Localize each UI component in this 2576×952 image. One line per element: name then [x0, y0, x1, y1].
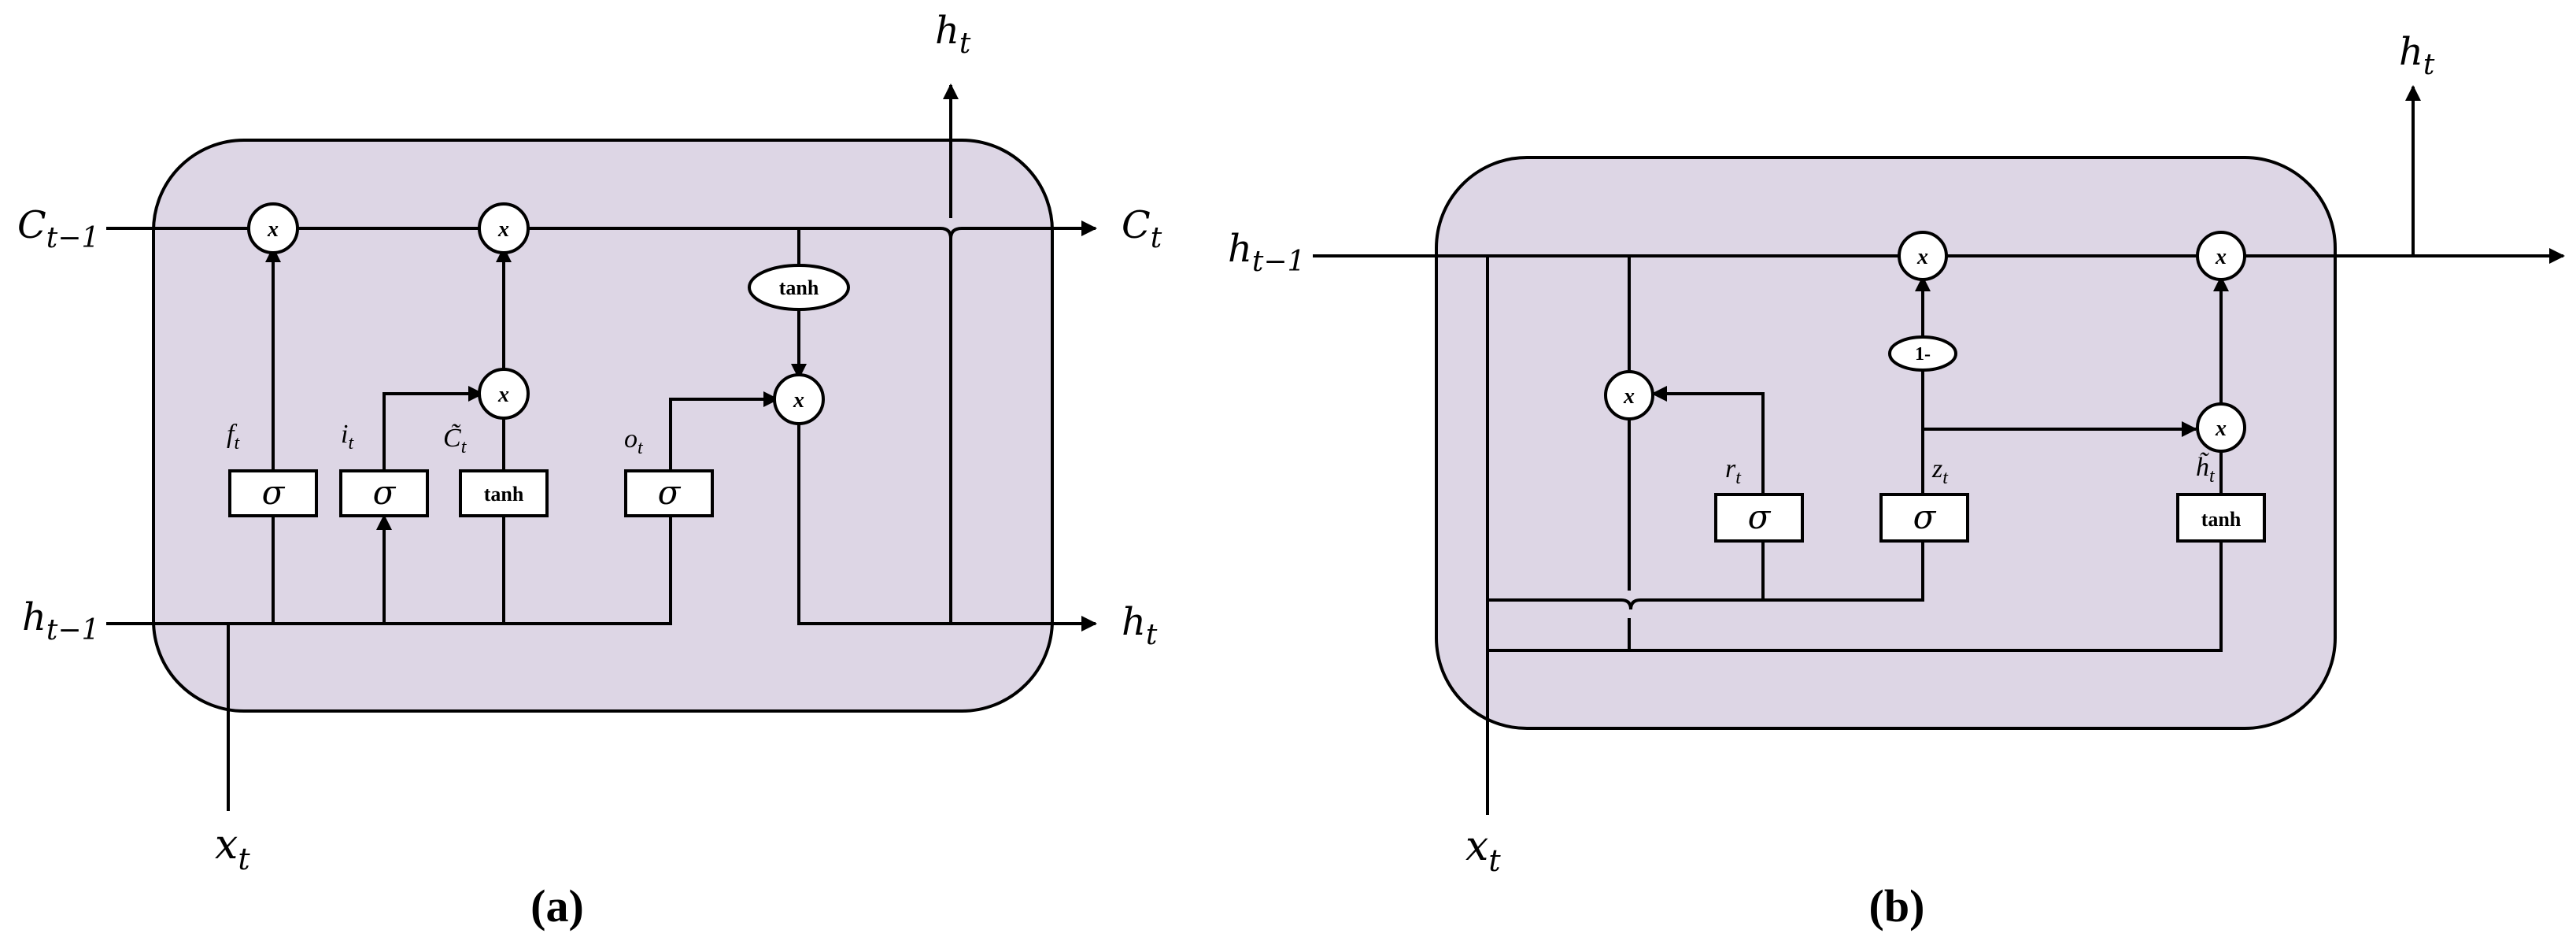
candidate-tanh-gate: tanh [459, 469, 549, 517]
mult-label: x [1623, 384, 1635, 409]
candidate-multiply-node: x [2196, 402, 2246, 453]
sigma-label: σ [1748, 498, 1772, 536]
mult-label: x [2215, 245, 2227, 269]
panel-b-caption: (b) [1869, 880, 1925, 932]
input-multiply-node-top: x [478, 202, 530, 254]
hidden-output-line [797, 417, 1097, 632]
z-label: zt [1931, 454, 1949, 488]
htilde-label: h̃t [2196, 451, 2216, 487]
r-label: rt [1725, 454, 1742, 488]
candidate-tanh-gate: tanh [2176, 493, 2266, 543]
forget-sigma-gate: σ [228, 469, 318, 517]
mult-label: x [1916, 245, 1928, 269]
ctilde-label: C̃t [443, 423, 468, 457]
c-prev-label: Ct−1 [17, 203, 99, 254]
gru-panel: x x x x 1- σ σ tanh [1228, 30, 2563, 932]
update-sigma-gate: σ [1879, 493, 1969, 543]
update-gate-in [1763, 541, 1924, 602]
reset-gate-out [1651, 386, 1765, 495]
output-sigma-gate: σ [624, 469, 714, 517]
i-label: it [341, 420, 354, 454]
x-input-label: xt [1465, 823, 1501, 878]
mult-label: x [2215, 417, 2227, 441]
h-prev-label: ht−1 [22, 595, 99, 646]
input-gate-out [383, 386, 484, 471]
tanh-label: tanh [779, 276, 819, 299]
sigma-label: σ [1913, 498, 1937, 536]
reset-sigma-gate: σ [1714, 493, 1804, 543]
input-multiply-node: x [478, 368, 530, 420]
tanh-label: tanh [484, 483, 524, 506]
mult-label: x [497, 383, 509, 407]
x-input-label: xt [215, 821, 250, 876]
h-top-label: ht [2399, 30, 2435, 81]
lower-branch-1 [1488, 598, 1763, 610]
lstm-panel: x x x x tanh σ σ tanh [17, 9, 1162, 932]
forget-multiply-node: x [247, 202, 299, 254]
sigma-label: σ [658, 473, 682, 512]
gru-cell-body [1435, 156, 2337, 730]
h-next-label: ht [1122, 600, 1158, 651]
sigma-label: σ [373, 473, 397, 512]
mult-label: x [793, 388, 804, 413]
lower-branch-2 [1488, 541, 2223, 652]
cell-tanh-node: tanh [748, 264, 850, 311]
reset-multiply-node: x [1604, 370, 1654, 420]
sigma-label: σ [262, 473, 286, 512]
mult-label: x [267, 217, 279, 242]
c-next-label: Ct [1122, 203, 1162, 254]
one-minus-node: 1- [1888, 335, 1957, 372]
update-multiply-node-right: x [2196, 231, 2246, 281]
mult-label: x [497, 217, 509, 242]
o-label: ot [624, 424, 644, 458]
h-top-label: ht [935, 9, 971, 60]
input-sigma-gate: σ [339, 469, 429, 517]
tanh-label: tanh [2201, 508, 2242, 531]
panel-a-caption: (a) [530, 880, 584, 932]
update-multiply-node-left: x [1898, 231, 1948, 281]
h-prev-label: ht−1 [1228, 227, 1305, 278]
one-minus-label: 1- [1915, 344, 1931, 365]
output-multiply-node: x [773, 373, 825, 425]
